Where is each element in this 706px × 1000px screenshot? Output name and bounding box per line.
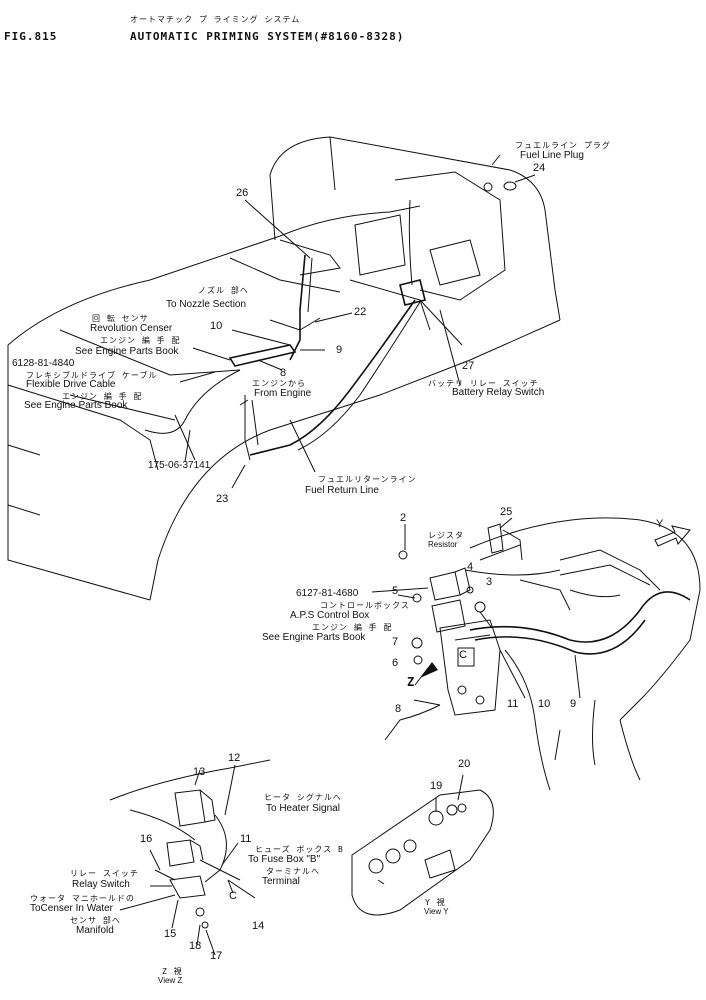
part-number-12: 12 [228,752,241,764]
resistor-label: Resistor [428,540,458,549]
box-c-label: C [459,649,467,661]
part-number-7: 7 [392,636,399,648]
part-number-9-middle: 9 [570,698,577,710]
flexible-cable-part-no: 6128-81-4840 [12,358,75,369]
part-number-2: 2 [400,512,407,524]
aps-part-no: 6127-81-4680 [296,588,359,599]
part-number-26: 26 [236,187,249,199]
view-z-label: View Z [158,976,183,985]
battery-relay-jp: バッテリ リレー スイッチ [428,379,539,388]
part-number-19: 19 [430,780,443,792]
to-nozzle-jp: ノズル 部へ [198,286,249,295]
part-number-18: 18 [189,940,202,952]
engine-parts-jp-1: エンジン 編 手 配 [100,336,181,345]
view-y-jp: Y 視 [425,898,446,907]
to-censer-label: ToCenser In Water [30,903,113,914]
terminal-label: Terminal [262,876,300,887]
part-number-27: 27 [462,360,475,372]
part-number-24: 24 [533,162,546,174]
aps-control-box-label: A.P.S Control Box [290,610,370,621]
fuel-return-label: Fuel Return Line [305,485,379,496]
terminal-jp: ターミナルへ [266,867,320,876]
part-number-10-upper: 10 [210,320,223,332]
see-engine-parts-2: See Engine Parts Book [24,400,128,411]
from-engine-label: From Engine [254,388,312,399]
part-number-15: 15 [164,928,177,940]
fuel-line-plug-jp: フュエルライン プラグ [515,141,611,150]
part-number-22: 22 [354,306,367,318]
part-number-14: 14 [252,920,265,932]
flexible-cable-jp: フレキシブルドライブ ケーブル [26,371,158,380]
part-number-8-middle: 8 [395,703,402,715]
view-z-arrow-label: Z [407,675,416,689]
view-y-arrow-label: Y [656,518,664,530]
see-engine-parts-3: See Engine Parts Book [262,632,366,643]
engine-parts-jp-2: エンジン 編 手 配 [62,392,143,401]
sensor-jp: センサ 部へ [70,916,121,925]
part-number-8-upper: 8 [280,367,287,379]
part-number-20: 20 [458,758,471,770]
machine-body-outline [7,136,561,601]
part-number-4: 4 [467,561,474,573]
relay-switch-label: Relay Switch [72,879,130,890]
aps-jp: コントロールボックス [320,601,410,610]
part-number-11-lower: 11 [240,833,252,845]
view-y-panel [351,774,494,916]
fuse-box-jp: ヒューズ ボックス B [255,845,344,854]
water-manifold-jp: ウォータ マニホールドの [30,894,135,903]
view-z-detail [109,759,271,956]
page-title: AUTOMATIC PRIMING SYSTEM(#8160-8328) [130,30,405,43]
view-z-jp: Z 視 [162,967,183,976]
from-engine-jp: エンジンから [252,379,306,388]
part-number-11-middle: 11 [507,698,519,710]
fuel-return-jp: フュエルリターンライン [318,475,417,484]
view-y-label: View Y [424,907,449,916]
part-number-5: 5 [392,585,399,597]
resistor-jp: レジスタ [428,531,464,540]
manifold-label: Manifold [76,925,114,936]
engine-parts-jp-3: エンジン 編 手 配 [312,623,393,632]
part-number-23: 23 [216,493,229,505]
relay-switch-jp: リレー スイッチ [70,869,139,878]
aps-control-assembly [371,517,701,791]
part-number-16: 16 [140,833,153,845]
revolution-censer-label: Revolution Censer [90,323,173,334]
title-japanese: オートマチック プ ライミング システム [130,15,301,24]
part-number-17: 17 [210,950,223,962]
revolution-censer-jp: 回 転 センサ [92,314,149,323]
wire-c-label: C [229,890,237,902]
part-number-9-upper: 9 [336,344,343,356]
to-nozzle-label: To Nozzle Section [166,299,247,310]
battery-relay-label: Battery Relay Switch [452,387,545,398]
part-number-3: 3 [486,576,493,588]
fuse-box-label: To Fuse Box "B" [248,854,321,865]
part-number-25: 25 [500,506,513,518]
part-number-6: 6 [392,657,399,669]
part-number-13: 13 [193,766,206,778]
fuel-line-plug-label: Fuel Line Plug [520,150,584,161]
figure-number: FIG.815 [4,30,58,43]
part-number-10-middle: 10 [538,698,551,710]
flexible-drive-cable-label: Flexible Drive Cable [26,379,116,390]
heater-signal-label: To Heater Signal [266,803,340,814]
part-number-175: 175-06-37141 [148,460,211,471]
see-engine-parts-1: See Engine Parts Book [75,346,179,357]
heater-signal-jp: ヒータ シグナルへ [264,793,342,802]
